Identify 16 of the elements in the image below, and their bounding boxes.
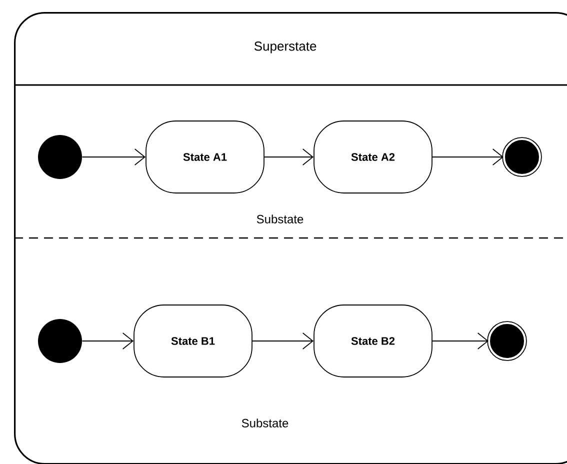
arrow xyxy=(432,332,489,350)
initial-state xyxy=(38,319,82,363)
state-box: State A2 xyxy=(314,120,432,194)
arrow xyxy=(432,148,504,166)
arrow xyxy=(82,332,134,350)
arrow xyxy=(252,332,314,350)
region-label: Substate xyxy=(242,418,288,428)
final-state xyxy=(502,137,542,177)
initial-state xyxy=(38,135,82,179)
state-box: State A1 xyxy=(146,120,264,194)
final-state xyxy=(487,321,527,361)
arrow xyxy=(82,148,146,166)
state-box: State B1 xyxy=(134,304,252,378)
region-label: Substate xyxy=(256,214,304,224)
state-box: State B2 xyxy=(314,304,432,378)
arrow xyxy=(264,148,314,166)
